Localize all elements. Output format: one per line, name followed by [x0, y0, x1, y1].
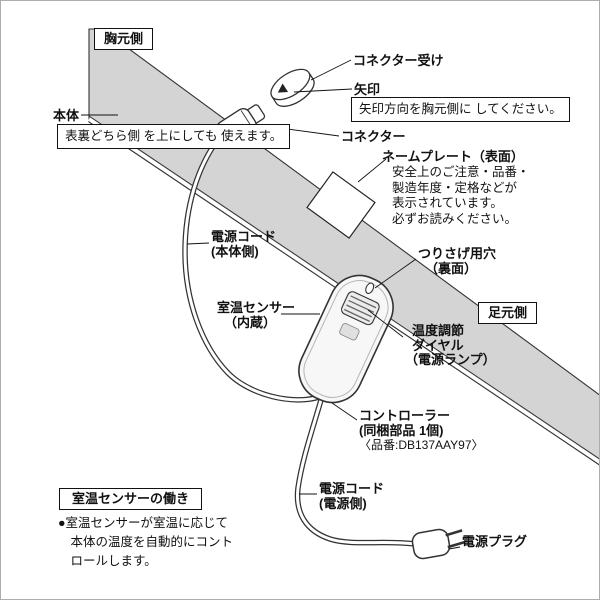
connector-label: コネクター: [341, 129, 406, 144]
temp-dial-label: 温度調節 ダイヤル （電源ランプ）: [405, 323, 496, 367]
arrow-label: 矢印: [354, 82, 381, 97]
plug-prong: [447, 540, 465, 549]
arrow-note-box: 矢印方向を胸元側に してください。: [351, 97, 570, 122]
connector-receptacle-shape: [270, 68, 315, 107]
temp-dial-wheel: [340, 291, 380, 326]
sensor-note-body: ●室温センサーが室温に応じて 本体の温度を自動的にコント ロールします。: [58, 516, 234, 568]
leader-cord-body: [186, 242, 210, 245]
leader-nameplate: [357, 158, 387, 183]
leader-receptacle: [310, 59, 352, 81]
hanging-hole-shape: [365, 282, 375, 294]
nameplate-note: 安全上のご注意・品番・ 製造年度・定格などが 表示されています。 必ずお読みくだ…: [392, 165, 530, 226]
direction-arrow-mark: [277, 83, 289, 93]
room-sensor-label: 室温センサー （内蔵）: [217, 300, 296, 330]
controller-label: コントローラー (同梱部品 1個) 〈品番:DB137AAY97〉: [359, 408, 484, 452]
leader-arrow: [293, 88, 353, 93]
controller-shape: [298, 274, 394, 404]
cord-supply-label: 電源コード (電源側): [319, 481, 385, 511]
power-plug-label: 電源プラグ: [462, 534, 528, 549]
nameplate-label: ネームプレート（表面）: [382, 149, 524, 164]
body-label: 本体: [53, 108, 80, 123]
sensor-note-title-box: 室温センサーの働き: [59, 488, 203, 510]
connector-receptacle-label: コネクター受け: [353, 53, 444, 68]
leader-hanging-hole: [374, 258, 417, 289]
hanging-hole-label: つりさげ用穴 （裏面）: [418, 246, 497, 276]
leader-controller: [331, 402, 358, 421]
nameplate-shape: [306, 171, 376, 239]
foot-side-tag: 足元側: [478, 302, 538, 324]
plug-prong: [445, 529, 463, 537]
body-note-box: 表裏どちら側 を上にしても 使えます。: [57, 124, 291, 149]
leader-lines: [81, 59, 461, 550]
power-plug-shape: [411, 528, 465, 560]
power-lamp-window: [339, 323, 360, 341]
chest-side-tag: 胸元側: [94, 28, 154, 50]
leader-temp-dial: [367, 309, 404, 338]
cord-body-label: 電源コード (本体側): [211, 229, 277, 259]
leader-plug: [448, 546, 461, 550]
